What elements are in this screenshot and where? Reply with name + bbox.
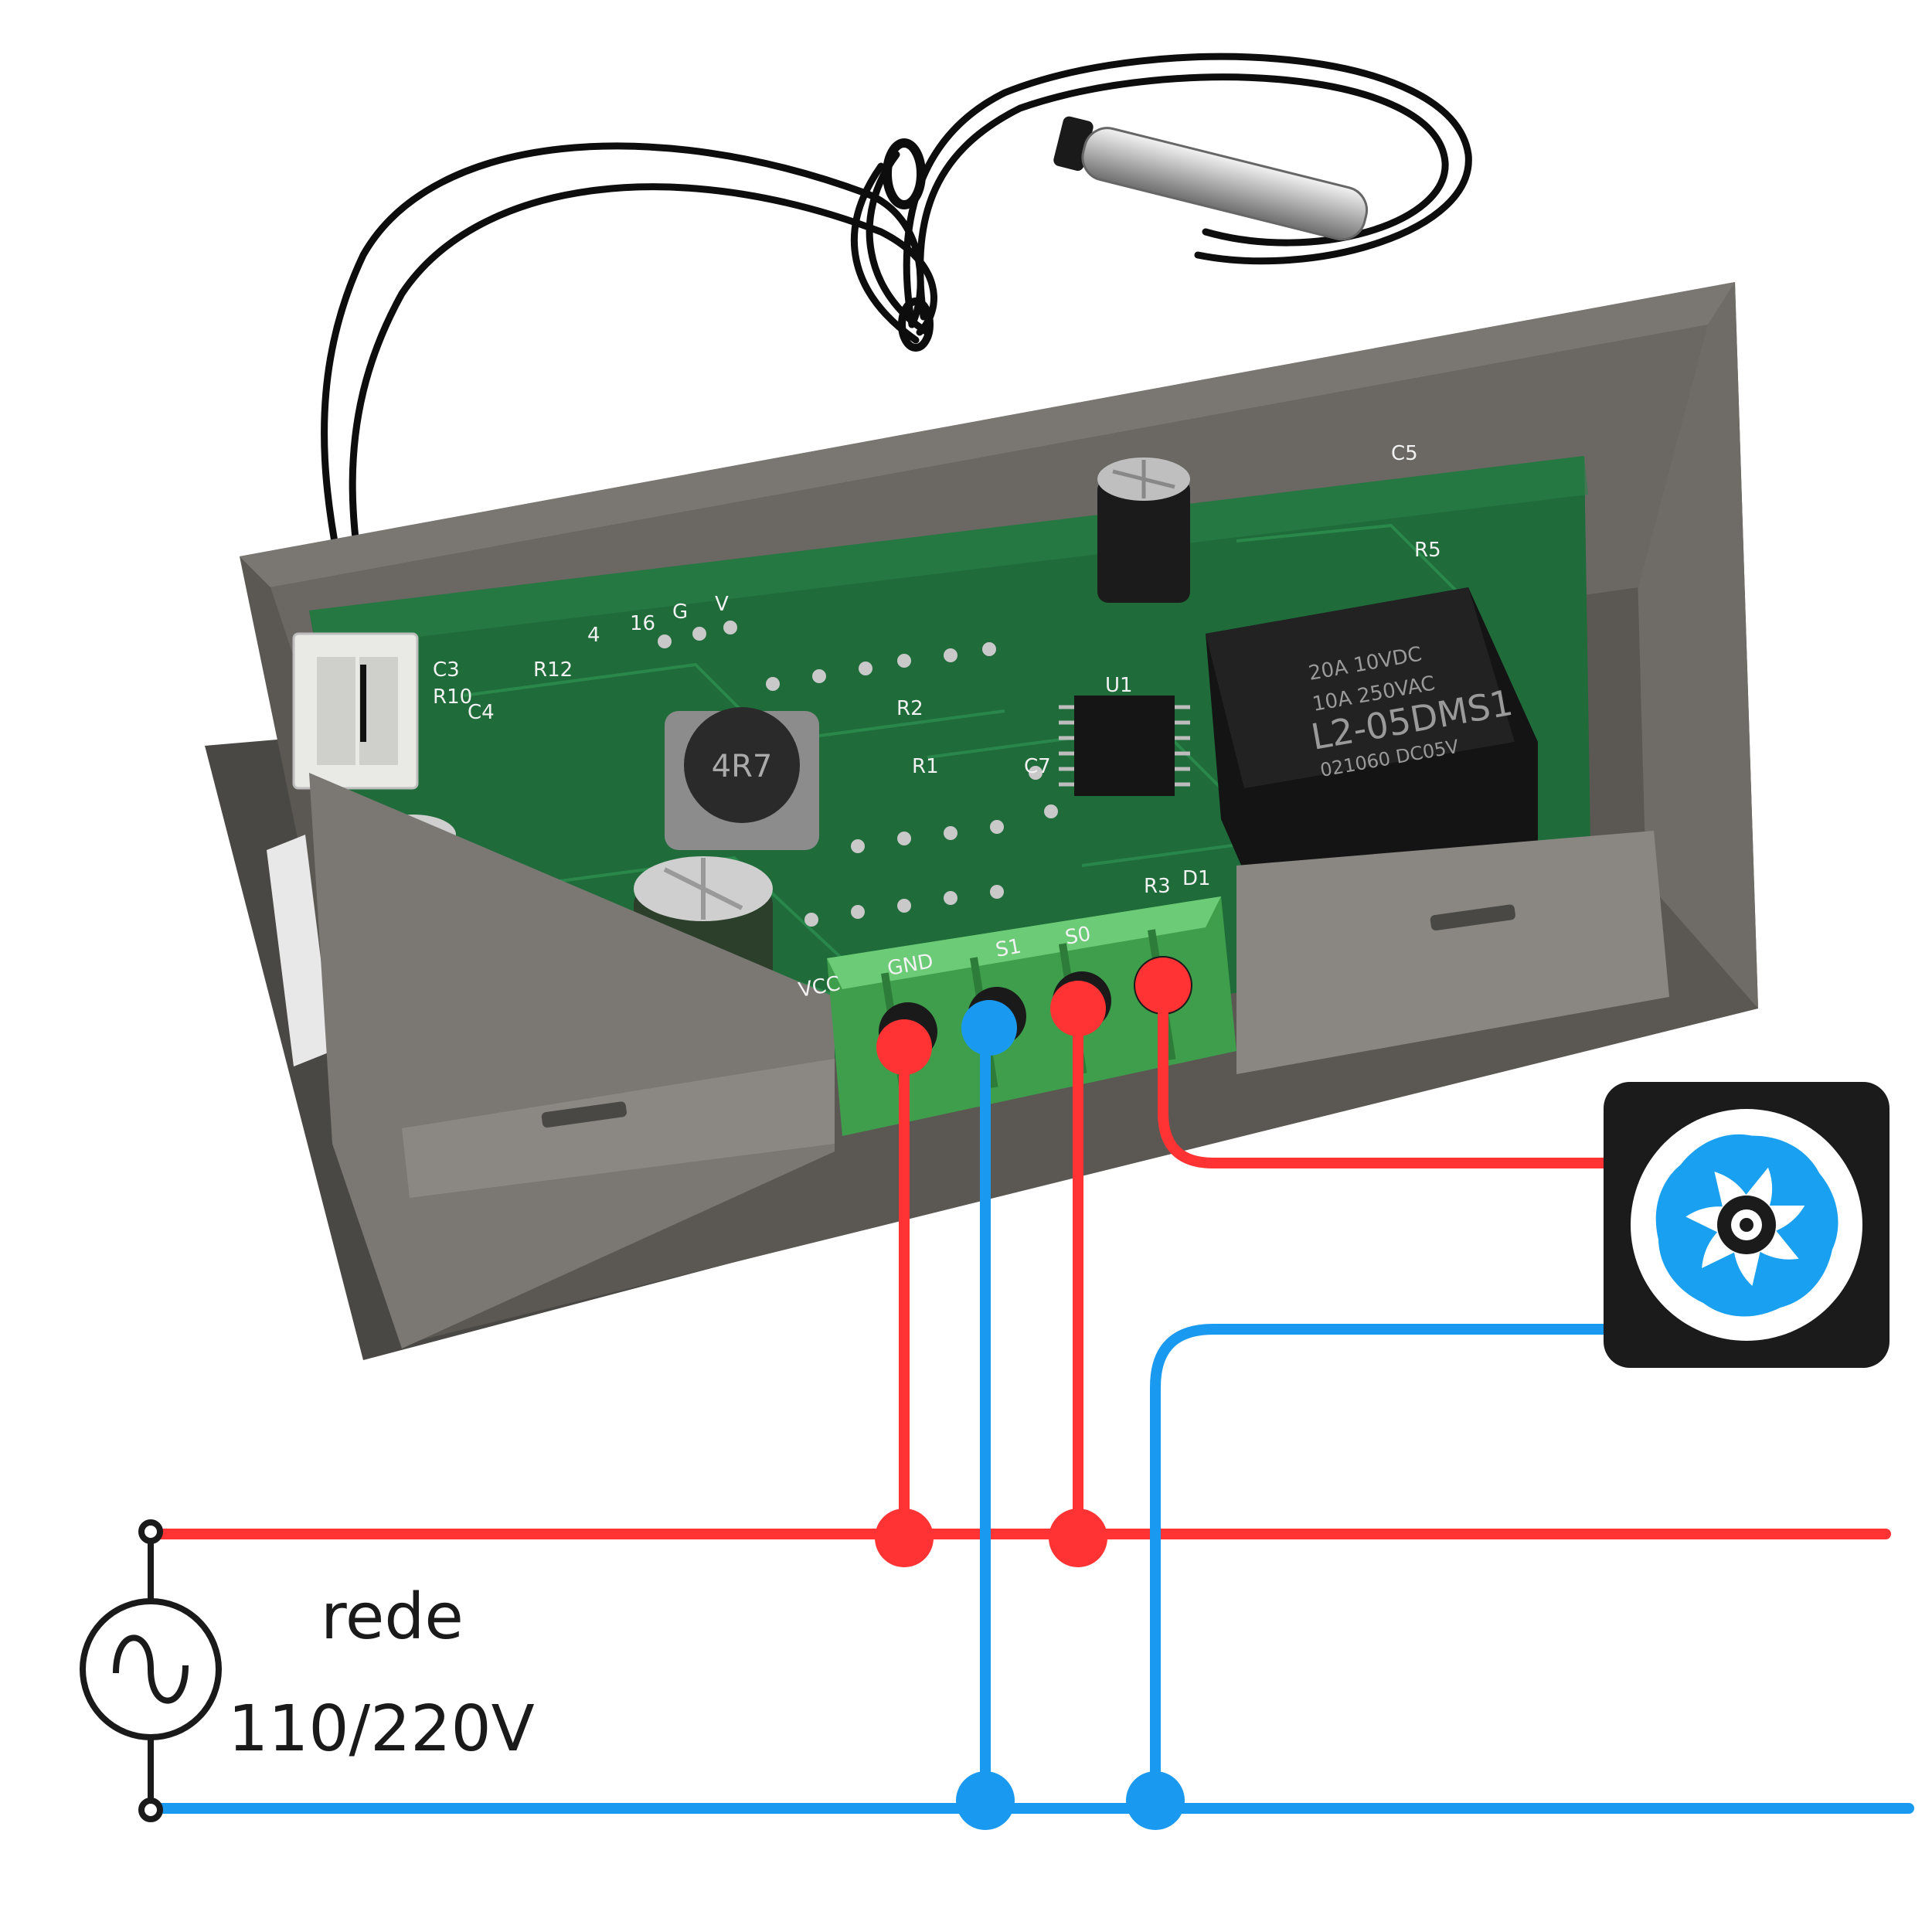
capacitor-top — [1097, 457, 1190, 603]
pcb-label: C4 — [468, 701, 495, 724]
fan-icon — [1604, 1082, 1889, 1368]
junctions — [875, 1509, 1185, 1830]
pcb-label: R1 — [912, 755, 939, 778]
pcb-label: C3 — [433, 658, 460, 682]
mains-name: rede — [321, 1580, 464, 1654]
pcb-label: G — [672, 600, 688, 624]
pcb-label: R5 — [1414, 539, 1441, 562]
temperature-probe-icon — [1053, 116, 1369, 241]
wire-s0 — [1158, 976, 1609, 1168]
pcb-label: C5 — [1391, 442, 1418, 465]
cable-tie-2 — [898, 298, 934, 352]
pcb-label: R12 — [533, 658, 573, 682]
pcb-label: R10 — [433, 685, 472, 709]
cable-tie — [883, 138, 926, 209]
mains-voltage: 110/220V — [228, 1692, 535, 1766]
ac-source-icon — [80, 1519, 222, 1822]
wire-fan-neutral — [1150, 1324, 1609, 1814]
chip-u1 — [1059, 696, 1190, 796]
pcb-label: C7 — [1024, 755, 1051, 778]
pcb-label: U1 — [1105, 674, 1133, 697]
pcb-label: 16 — [630, 612, 655, 635]
inductor: 4R7 — [665, 707, 819, 850]
pcb-label: R3 — [1144, 875, 1171, 898]
pcb-label: V — [715, 593, 729, 616]
terminal-dots — [876, 957, 1191, 1075]
pcb-label: R2 — [896, 697, 923, 720]
enclosure-front-walls — [309, 773, 1669, 1349]
wiring — [141, 976, 1914, 1814]
svg-text:4R7: 4R7 — [712, 749, 773, 784]
terminal-label-s0: S0 — [1063, 923, 1093, 950]
pcb-label: 4 — [587, 624, 600, 647]
pcb-label: D1 — [1182, 867, 1211, 890]
terminal-label-s1: S1 — [994, 935, 1023, 962]
